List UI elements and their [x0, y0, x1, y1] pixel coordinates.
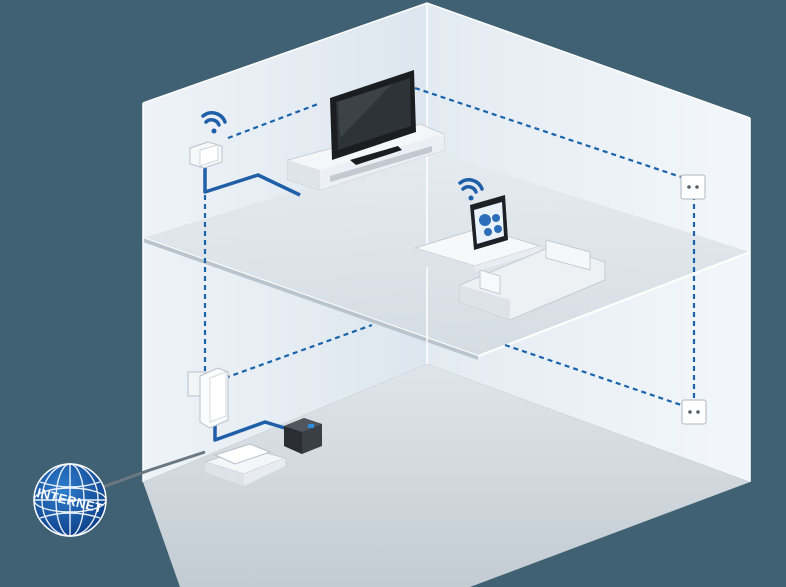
sofa — [459, 239, 606, 321]
wifi-icon — [201, 111, 227, 134]
wall-socket — [681, 399, 707, 425]
lan-cables — [203, 168, 301, 442]
router — [203, 443, 287, 486]
wall-socket — [680, 174, 706, 200]
powerline-adapter — [187, 367, 229, 429]
wifi-icon — [458, 178, 484, 201]
tv — [330, 70, 416, 165]
server-box — [284, 418, 322, 454]
powerline-circuit — [203, 86, 696, 410]
tablet — [470, 195, 508, 250]
ground-floor — [143, 364, 750, 587]
room — [142, 2, 751, 587]
internet-cable — [99, 450, 206, 490]
wifi-powerline-adapter — [189, 141, 223, 169]
internet-globe: INTERNET — [33, 463, 107, 537]
